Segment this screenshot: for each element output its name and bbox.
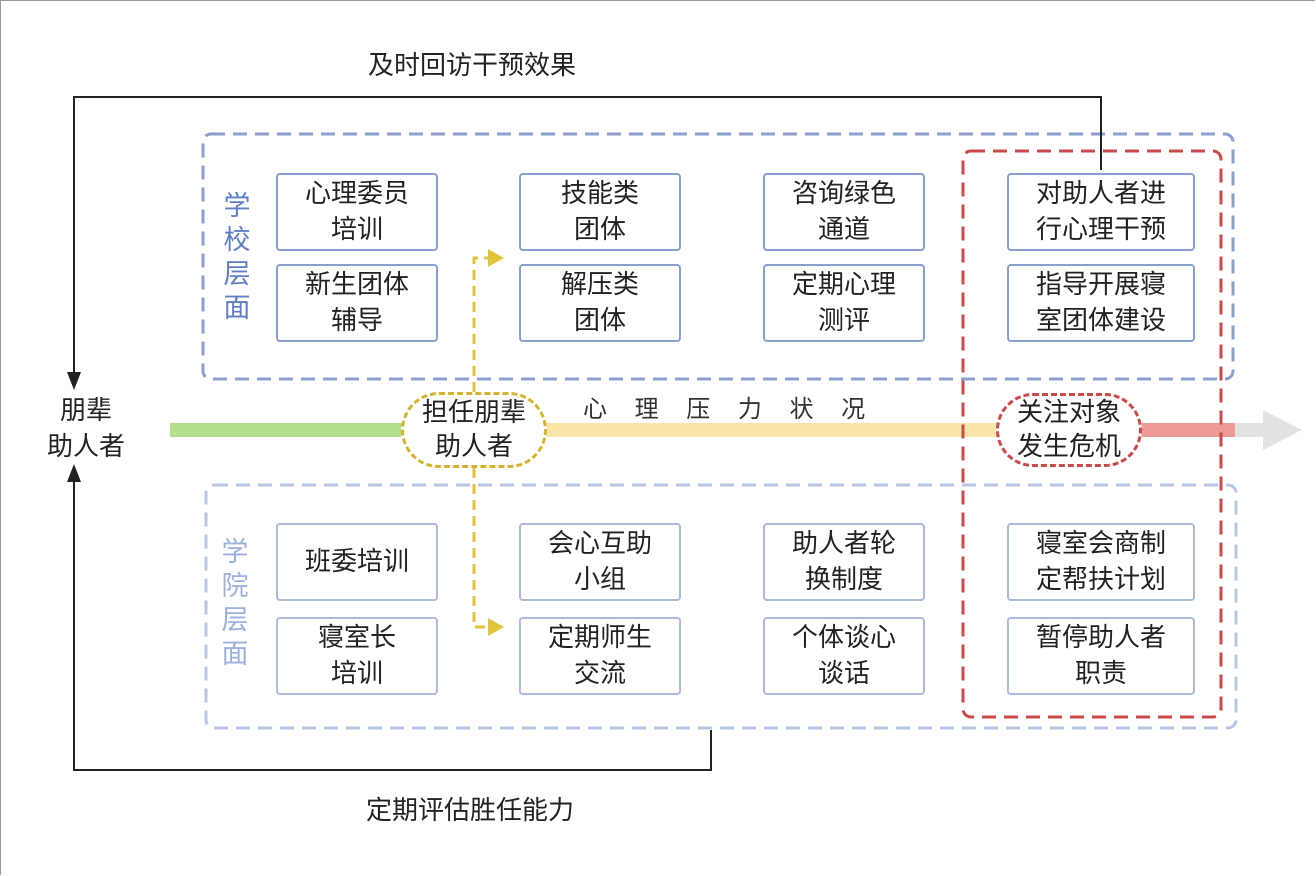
timeline-bar-yellow: [545, 423, 1000, 437]
college-box-suspend-duties: 暂停助人者 职责: [1007, 617, 1195, 695]
school-box-dorm-group: 指导开展寝 室团体建设: [1007, 264, 1195, 342]
school-box-skills-group: 技能类 团体: [519, 173, 681, 251]
start-node: 担任朋辈 助人者: [401, 392, 547, 468]
branch-up-line: [472, 256, 490, 392]
feedback-top-line: [73, 96, 1102, 372]
school-level-label: 学 校 层 面: [223, 191, 251, 324]
timeline-bar-grey: [1235, 423, 1265, 437]
college-box-dorm-leader-training: 寝室长 培训: [276, 617, 438, 695]
college-box-class-committee-training: 班委培训: [276, 523, 438, 601]
school-box-regular-assessment: 定期心理 测评: [763, 264, 925, 342]
feedback-bottom-line: [73, 482, 712, 771]
school-box-relief-group: 解压类 团体: [519, 264, 681, 342]
crisis-response-container: [961, 149, 1223, 719]
branch-up-arrowhead: [488, 249, 504, 267]
college-box-mutual-help-group: 会心互助 小组: [519, 523, 681, 601]
feedback-bottom-label: 定期评估胜任能力: [366, 796, 575, 826]
school-box-green-channel: 咨询绿色 通道: [763, 173, 925, 251]
school-level-container: [201, 132, 1235, 381]
branch-down-line: [472, 468, 490, 629]
school-box-freshman-guidance: 新生团体 辅导: [276, 264, 438, 342]
college-box-rotation-system: 助人者轮 换制度: [763, 523, 925, 601]
college-level-container: [204, 483, 1238, 730]
crisis-node: 关注对象 发生危机: [996, 393, 1142, 467]
timeline-bar-red: [1140, 423, 1235, 437]
college-box-teacher-student-exchange: 定期师生 交流: [519, 617, 681, 695]
timeline-bar-green: [170, 423, 410, 437]
feedback-top-arrowhead: [67, 372, 81, 390]
college-box-dorm-consultation: 寝室会商制 定帮扶计划: [1007, 523, 1195, 601]
school-box-helper-intervention: 对助人者进 行心理干预: [1007, 173, 1195, 251]
peer-helper-node: 朋辈 助人者: [46, 396, 125, 462]
feedback-top-label: 及时回访干预效果: [368, 51, 577, 81]
school-box-committee-training: 心理委员 培训: [276, 173, 438, 251]
timeline-label: 心 理 压 力 状 况: [583, 395, 876, 423]
branch-down-arrowhead: [488, 618, 504, 636]
college-level-label: 学 院 层 面: [221, 537, 249, 670]
college-box-individual-talk: 个体谈心 谈话: [763, 617, 925, 695]
feedback-bottom-arrowhead: [67, 464, 81, 482]
timeline-arrowhead: [1263, 410, 1302, 450]
